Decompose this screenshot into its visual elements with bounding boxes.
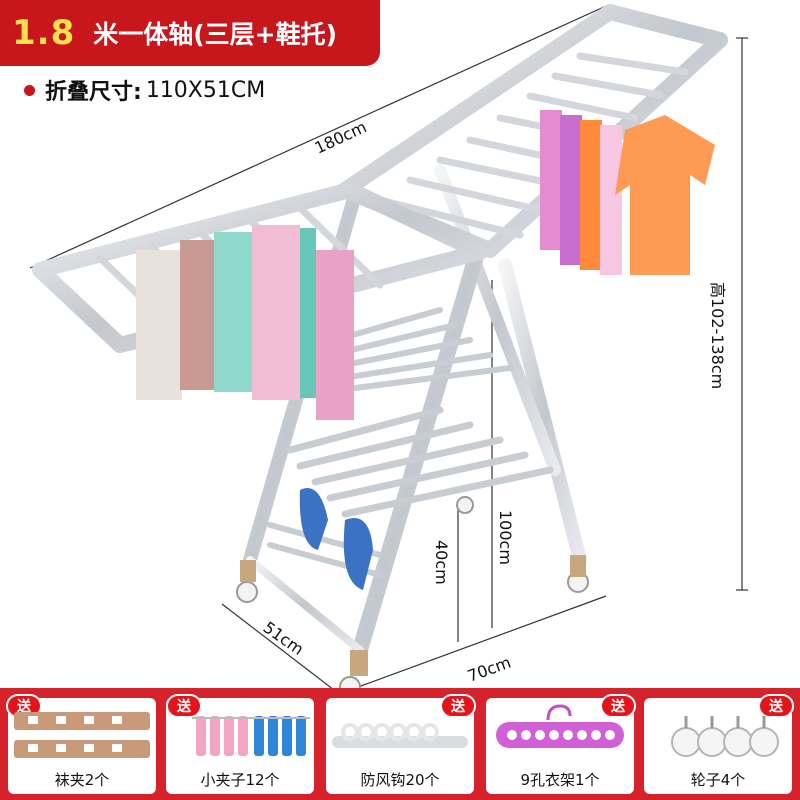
gift-badge: 送 (440, 694, 476, 718)
folded-size-line: 折叠尺寸: 110X51CM (24, 76, 266, 105)
slipper-left (299, 488, 328, 550)
hanging-towels (136, 225, 354, 420)
gift-badge: 送 (166, 694, 202, 718)
gift-card-windproof-hooks[interactable]: 送 防风钩20个 (326, 694, 476, 794)
gift-card-clothes-pegs[interactable]: 送 小夹子12个 (166, 694, 314, 794)
gift-card-caster-wheels[interactable]: 送 轮子4个 (644, 694, 794, 794)
gift-label-clothes-pegs: 小夹子12个 (200, 771, 280, 789)
gift-card-nine-hole-hanger[interactable]: 送 9孔衣架1个 (486, 694, 636, 794)
dim-mid-height-label: 100cm (496, 510, 515, 565)
slipper-right (343, 518, 373, 590)
folded-size-label: 折叠尺寸: (45, 80, 142, 105)
gift-label-windproof-hooks: 防风钩20个 (360, 771, 440, 789)
folded-size-value: 110X51CM (145, 77, 266, 103)
nine-hole-hanger-icon (496, 704, 624, 748)
bullet-dot-icon (24, 84, 35, 96)
gift-badge: 送 (600, 694, 636, 718)
gift-label-caster-wheels: 轮子4个 (690, 771, 746, 789)
title-banner: 1.8 米一体轴(三层+鞋托) (0, 0, 380, 66)
dim-lower-height-label: 40cm (432, 540, 451, 585)
gift-badge: 送 (758, 694, 794, 718)
clothes-pegs-icon (192, 716, 310, 756)
drying-rack-illustration: 180cm 高102-138cm 100cm 40cm 51cm 70cm (29, 4, 748, 688)
lower-shelf (286, 406, 554, 518)
model-number: 1.8 (12, 13, 76, 53)
sock-clip-strip-icon (14, 712, 150, 758)
dimension-lines (29, 5, 748, 688)
product-title: 米一体轴(三层+鞋托) (93, 20, 338, 49)
gift-label-sock-clip: 袜夹2个 (54, 771, 110, 789)
gift-row: 送 袜夹2个 送 小夹子12个 (0, 688, 800, 800)
leg-caps (240, 555, 586, 676)
gift-label-nine-hole-hanger: 9孔衣架1个 (520, 771, 600, 789)
dim-width-label: 70cm (465, 653, 514, 686)
gift-card-sock-clip[interactable]: 送 袜夹2个 (6, 694, 156, 794)
caster-wheels-icon (671, 716, 779, 757)
hanging-shirts (540, 110, 715, 275)
dim-height-label: 高102-138cm (708, 282, 727, 389)
dim-length-label: 180cm (312, 117, 370, 157)
windproof-hooks-icon (332, 723, 468, 748)
